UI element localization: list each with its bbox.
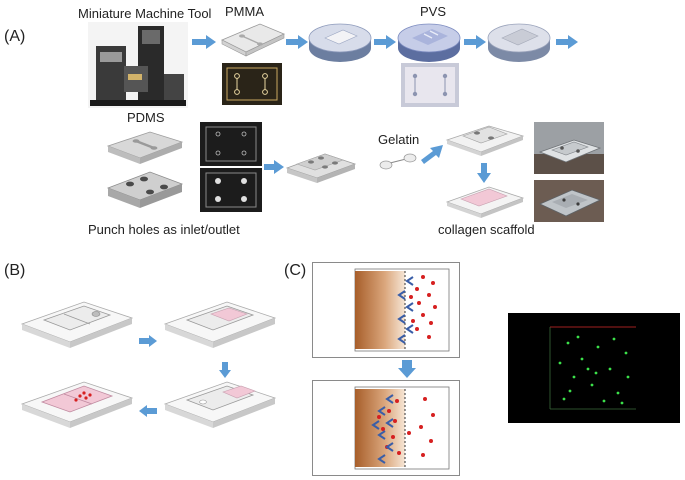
panel-label-a: (A) xyxy=(4,28,26,45)
collagen-chip-render xyxy=(445,183,525,221)
pvs-mold-photo xyxy=(401,63,459,107)
panel-label-b: (B) xyxy=(4,262,26,279)
pmma-label: PMMA xyxy=(225,4,264,19)
pvs-label: PVS xyxy=(420,4,447,19)
pdms-label: PDMS xyxy=(127,110,165,125)
gelatin-label: Gelatin xyxy=(378,132,420,147)
flow-arrow-left xyxy=(139,405,157,417)
bonded-chip-render xyxy=(285,148,357,184)
pmma-chip-photo xyxy=(222,63,282,105)
pdms-photo-top xyxy=(200,122,262,166)
scaffold-photo-top xyxy=(534,122,604,174)
pdms-punched-render xyxy=(106,168,184,210)
flow-arrow-down xyxy=(398,360,416,378)
flow-arrow-up-right xyxy=(421,145,443,165)
punch-holes-label: Punch holes as inlet/outlet xyxy=(88,222,240,237)
device-step-1 xyxy=(20,300,135,356)
flow-arrow-right xyxy=(139,335,157,347)
pvs-disk-render xyxy=(396,18,462,66)
flow-arrow-right xyxy=(374,35,396,49)
scaffold-chip-render xyxy=(445,122,525,158)
panel-label-c: (C) xyxy=(284,262,307,279)
pdms-photo-bottom xyxy=(200,168,262,212)
machine-tool-label: Miniature Machine Tool xyxy=(78,6,212,21)
migration-diagram-top xyxy=(312,262,460,358)
gelatin-plug-render xyxy=(378,150,420,174)
flow-arrow-right xyxy=(264,160,284,174)
scaffold-photo-bottom xyxy=(534,180,604,222)
mold-disk-render xyxy=(307,18,373,66)
flow-arrow-down xyxy=(477,163,491,183)
device-step-3 xyxy=(163,380,278,436)
microscopy-image xyxy=(508,313,680,423)
device-step-2 xyxy=(163,300,278,356)
cell-dots xyxy=(409,275,437,339)
device-step-4 xyxy=(20,380,135,436)
pdms-block-render xyxy=(106,128,184,166)
flow-arrow-right xyxy=(192,35,216,49)
cast-disk-render xyxy=(486,18,552,66)
collagen-scaffold-label: collagen scaffold xyxy=(438,222,535,237)
pmma-chip-render xyxy=(220,20,286,60)
machine-tool-photo xyxy=(88,22,188,108)
flow-arrow-down xyxy=(219,362,231,378)
migration-diagram-bottom xyxy=(312,380,460,476)
flow-arrow-right xyxy=(556,35,578,49)
flow-arrow-right xyxy=(464,35,486,49)
flow-arrow-right xyxy=(286,35,308,49)
